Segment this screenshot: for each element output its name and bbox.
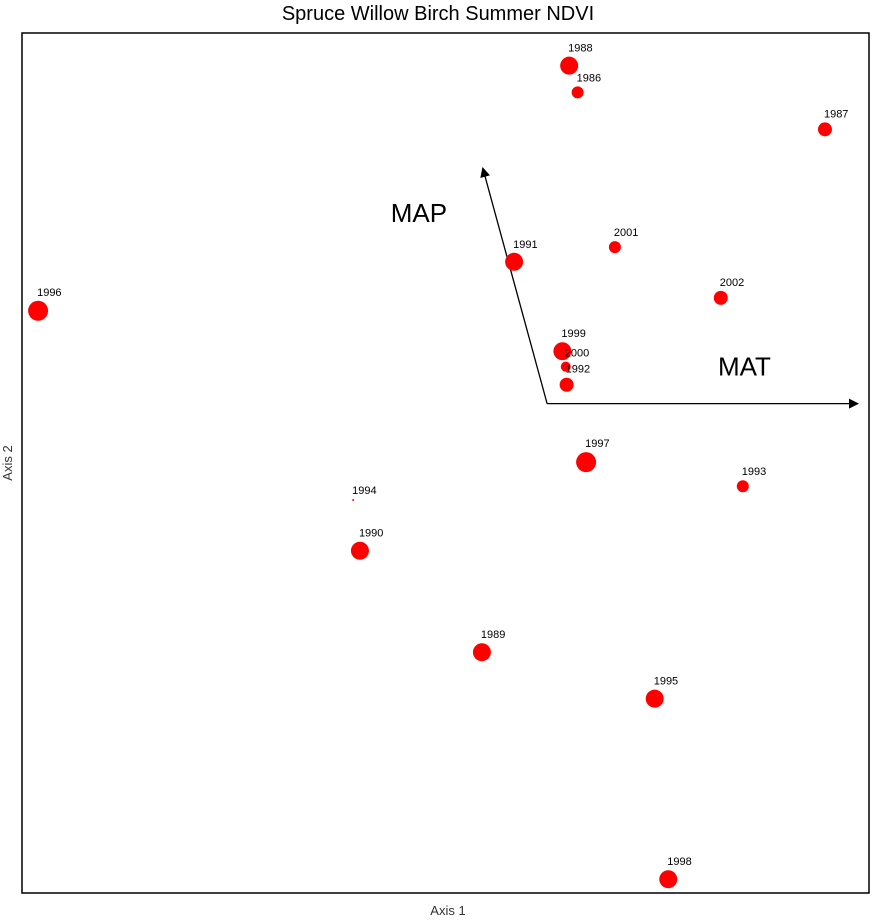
data-point-2001 xyxy=(608,241,621,254)
chart-title: Spruce Willow Birch Summer NDVI xyxy=(282,3,594,25)
vector-label-mat: MAT xyxy=(718,352,771,382)
data-point-1987 xyxy=(817,122,832,137)
data-point-1990 xyxy=(350,541,369,560)
data-point-1993 xyxy=(736,480,749,493)
data-point-2000 xyxy=(560,361,571,372)
point-label-1991: 1991 xyxy=(513,239,537,251)
point-label-1993: 1993 xyxy=(742,466,766,478)
data-point-1994 xyxy=(352,498,355,501)
point-label-1999: 1999 xyxy=(561,328,585,340)
point-label-1997: 1997 xyxy=(585,438,609,450)
vector-map-arrow xyxy=(480,167,548,404)
data-point-2002 xyxy=(713,290,728,305)
point-label-1998: 1998 xyxy=(667,856,691,868)
data-point-1997 xyxy=(576,452,597,473)
point-label-1986: 1986 xyxy=(577,72,601,84)
data-point-1988 xyxy=(560,56,579,75)
point-label-1992: 1992 xyxy=(566,364,590,376)
data-point-1999 xyxy=(553,342,572,361)
data-point-1986 xyxy=(571,86,584,99)
data-point-1992 xyxy=(559,377,574,392)
point-label-1987: 1987 xyxy=(824,108,848,120)
point-label-1995: 1995 xyxy=(654,676,678,688)
point-label-1989: 1989 xyxy=(481,629,505,641)
point-label-2002: 2002 xyxy=(720,277,744,289)
data-point-1995 xyxy=(645,689,664,708)
point-label-2000: 2000 xyxy=(565,348,589,360)
plot-frame xyxy=(21,32,870,894)
point-label-1988: 1988 xyxy=(568,43,592,55)
data-point-1998 xyxy=(659,870,678,889)
x-axis-label: Axis 1 xyxy=(430,903,465,918)
vector-label-map: MAP xyxy=(391,198,447,228)
point-label-1996: 1996 xyxy=(37,287,61,299)
data-point-1989 xyxy=(472,643,491,662)
point-label-1994: 1994 xyxy=(352,485,376,497)
point-label-2001: 2001 xyxy=(614,227,638,239)
data-point-1996 xyxy=(28,300,49,321)
y-axis-label: Axis 2 xyxy=(0,445,15,480)
data-point-1991 xyxy=(505,252,524,271)
point-label-1990: 1990 xyxy=(359,528,383,540)
